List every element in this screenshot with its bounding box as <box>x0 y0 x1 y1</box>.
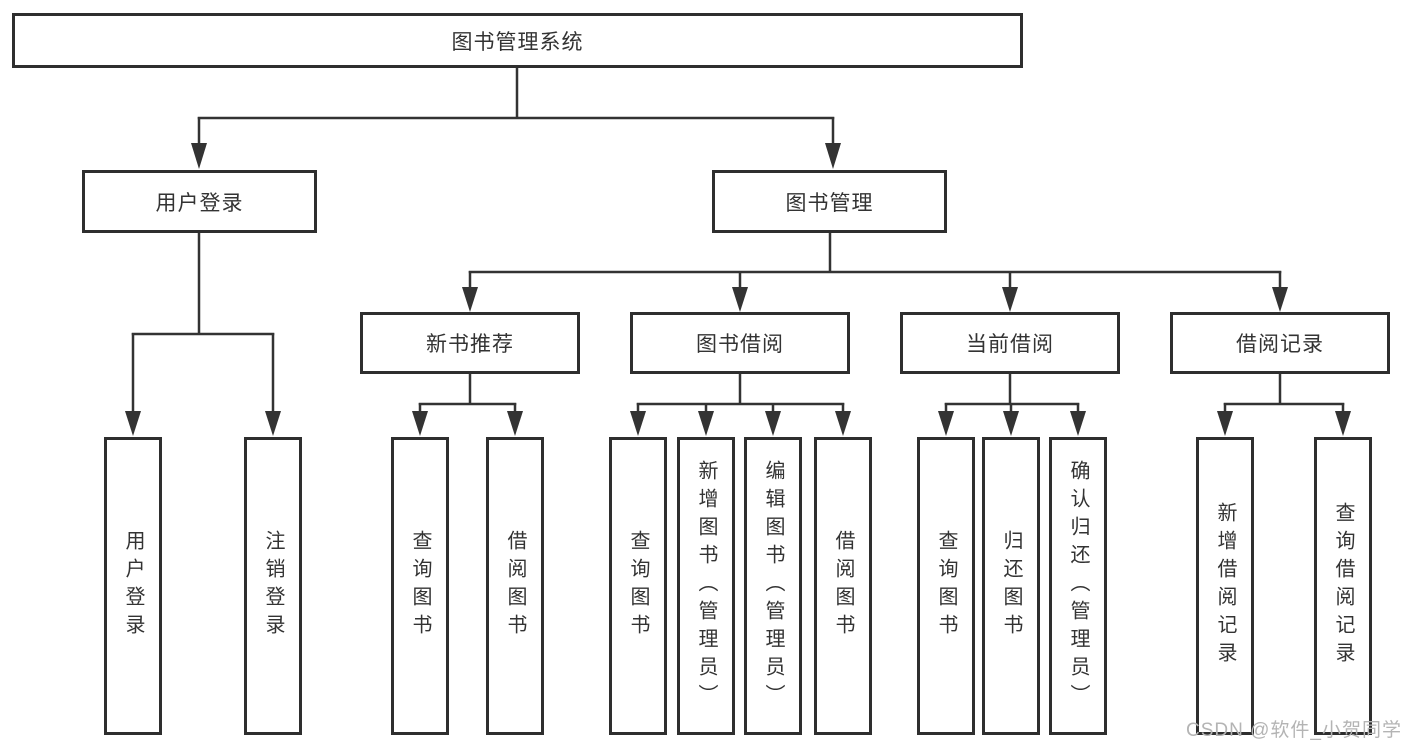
node-label: 用户登录 <box>155 191 244 215</box>
leaf-edit-books-admin: 编辑图书（管理员） <box>744 437 802 735</box>
node-label: 借阅记录 <box>1236 333 1324 356</box>
csdn-watermark: CSDN @软件_小贺同学 <box>1186 720 1402 741</box>
node-label: 图书管理系统 <box>451 30 584 54</box>
leaf-query-books: 查询图书 <box>391 437 449 735</box>
leaf-label: 归还图书 <box>1000 530 1022 642</box>
node-user-login: 用户登录 <box>82 170 317 233</box>
node-current-borrowing: 当前借阅 <box>900 312 1120 374</box>
leaf-logout: 注销登录 <box>244 437 302 735</box>
leaf-label: 查询图书 <box>409 530 431 642</box>
leaf-query-books: 查询图书 <box>917 437 975 735</box>
node-label: 图书借阅 <box>696 333 784 356</box>
node-label: 当前借阅 <box>966 333 1054 356</box>
leaf-borrow-books: 借阅图书 <box>814 437 872 735</box>
leaf-user-login: 用户登录 <box>104 437 162 735</box>
leaf-return-books: 归还图书 <box>982 437 1040 735</box>
leaf-borrow-books: 借阅图书 <box>486 437 544 735</box>
leaf-label: 新增图书（管理员） <box>695 460 717 712</box>
node-book-borrowing: 图书借阅 <box>630 312 850 374</box>
leaf-label: 确认归还（管理员） <box>1067 460 1089 712</box>
node-label: 图书管理 <box>785 191 874 215</box>
node-book-management: 图书管理 <box>712 170 947 233</box>
leaf-add-borrow-record: 新增借阅记录 <box>1196 437 1254 735</box>
node-library-management-system: 图书管理系统 <box>12 13 1023 68</box>
leaf-add-books-admin: 新增图书（管理员） <box>677 437 735 735</box>
leaf-label: 注销登录 <box>262 530 284 642</box>
node-borrowing-records: 借阅记录 <box>1170 312 1390 374</box>
leaf-label: 借阅图书 <box>504 530 526 642</box>
leaf-query-borrow-record: 查询借阅记录 <box>1314 437 1372 735</box>
leaf-label: 编辑图书（管理员） <box>762 460 784 712</box>
node-new-book-recommendation: 新书推荐 <box>360 312 580 374</box>
leaf-query-books: 查询图书 <box>609 437 667 735</box>
leaf-label: 用户登录 <box>122 530 144 642</box>
leaf-label: 借阅图书 <box>832 530 854 642</box>
leaf-confirm-return-admin: 确认归还（管理员） <box>1049 437 1107 735</box>
leaf-label: 查询图书 <box>935 530 957 642</box>
leaf-label: 新增借阅记录 <box>1214 502 1236 670</box>
leaf-label: 查询借阅记录 <box>1332 502 1354 670</box>
node-label: 新书推荐 <box>426 333 514 356</box>
arrowheads <box>125 143 1351 436</box>
leaf-label: 查询图书 <box>627 530 649 642</box>
